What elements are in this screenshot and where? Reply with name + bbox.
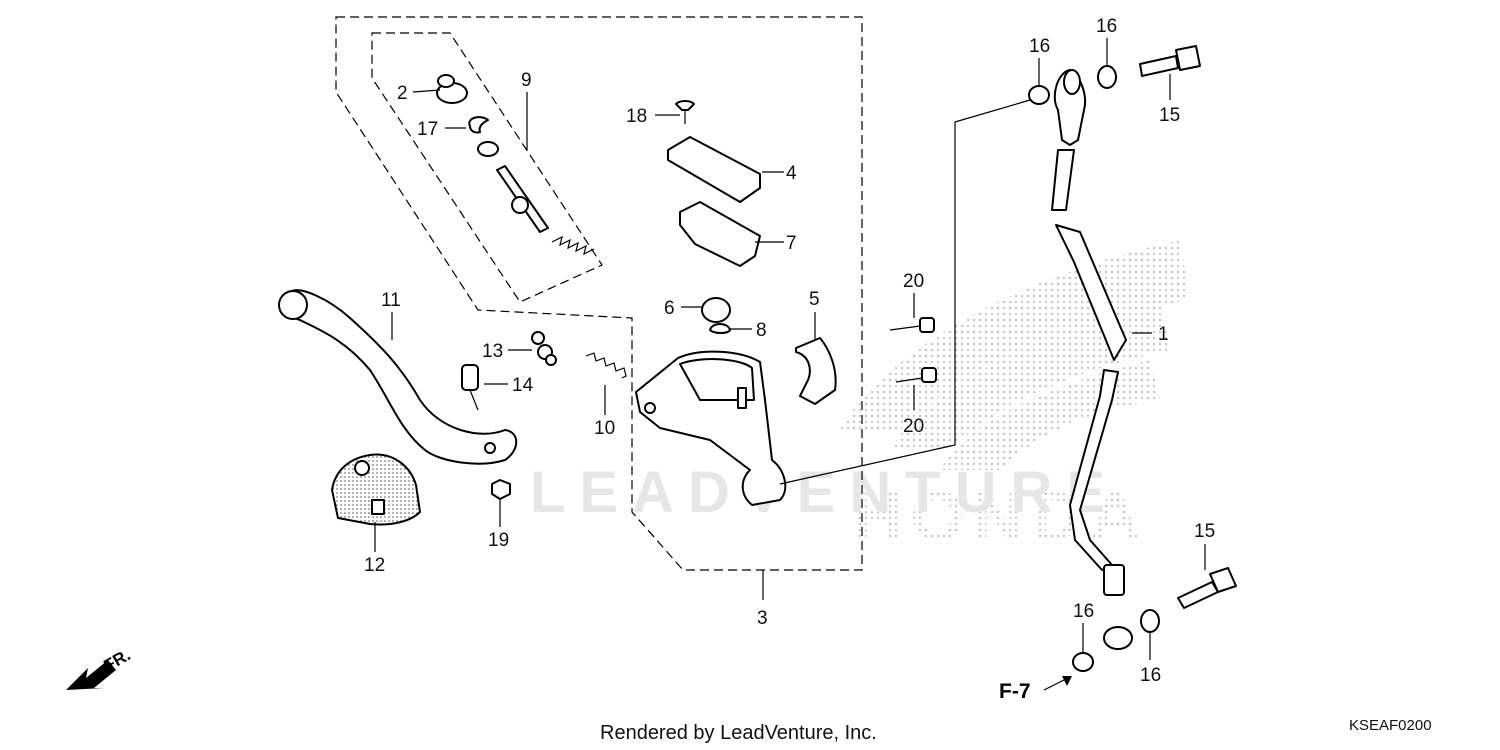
callout-13: 13 bbox=[482, 341, 503, 362]
rendered-by-footer: Rendered by LeadVenture, Inc. bbox=[600, 722, 877, 744]
callout-14: 14 bbox=[512, 375, 534, 396]
reference-label: F-7 bbox=[999, 680, 1031, 703]
callout-4: 4 bbox=[786, 163, 797, 184]
reference-arrow-icon bbox=[1062, 676, 1072, 686]
brake-lever bbox=[278, 289, 518, 465]
pivot-bolt bbox=[461, 364, 479, 411]
sealing-washer-d bbox=[1140, 609, 1160, 633]
callouts: 1 2 3 4 5 6 7 8 9 10 11 12 13 14 15 15 1… bbox=[364, 16, 1215, 686]
callout-8: 8 bbox=[756, 320, 767, 341]
front-arrow-icon bbox=[66, 660, 116, 690]
lever-cover bbox=[331, 453, 421, 526]
circlip bbox=[709, 323, 731, 334]
front-direction-indicator: FR. bbox=[66, 645, 134, 690]
pivot-nut bbox=[491, 479, 511, 500]
callout-10: 10 bbox=[594, 418, 615, 439]
callout-1: 1 bbox=[1158, 324, 1169, 345]
piston-set bbox=[436, 74, 595, 256]
callout-9: 9 bbox=[521, 70, 532, 91]
callout-16-d: 16 bbox=[1140, 665, 1161, 686]
master-cylinder-body bbox=[635, 350, 787, 506]
leader-lines bbox=[374, 38, 1206, 660]
master-cylinder-assembly-frame bbox=[335, 16, 863, 571]
piston-set-frame bbox=[371, 32, 603, 303]
banjo-bolt-lower bbox=[1177, 567, 1237, 609]
callout-5: 5 bbox=[809, 289, 820, 310]
holder-bolt-lower bbox=[895, 367, 937, 383]
callout-7: 7 bbox=[786, 233, 797, 254]
callout-19: 19 bbox=[488, 530, 509, 551]
return-spring bbox=[585, 352, 627, 379]
callout-18: 18 bbox=[626, 106, 647, 127]
callout-3: 3 bbox=[757, 608, 768, 629]
callout-16-a: 16 bbox=[1029, 36, 1050, 57]
handlebar-holder bbox=[795, 337, 837, 405]
callout-15-upper: 15 bbox=[1159, 105, 1180, 126]
callout-12: 12 bbox=[364, 555, 385, 576]
cap-screw bbox=[675, 100, 695, 124]
callout-15-lower: 15 bbox=[1194, 521, 1215, 542]
callout-17: 17 bbox=[417, 119, 438, 140]
sealing-washer-a bbox=[1028, 85, 1050, 105]
diagram-code: KSEAF0200 bbox=[1349, 717, 1432, 734]
holder-bolt-upper bbox=[889, 317, 935, 333]
sealing-washer-b bbox=[1097, 65, 1117, 89]
boot bbox=[701, 297, 731, 323]
sealing-washer-c bbox=[1072, 652, 1094, 672]
callout-16-c: 16 bbox=[1073, 601, 1094, 622]
adjuster bbox=[531, 331, 557, 366]
diaphragm-plate bbox=[679, 201, 761, 267]
brake-hose bbox=[1051, 69, 1133, 650]
reservoir-cap bbox=[667, 136, 761, 203]
callout-20-lower: 20 bbox=[903, 416, 924, 437]
banjo-bolt-upper bbox=[1139, 45, 1201, 77]
callout-11: 11 bbox=[381, 290, 401, 311]
callout-16-b: 16 bbox=[1096, 16, 1117, 37]
callout-6: 6 bbox=[664, 298, 675, 319]
callout-20-upper: 20 bbox=[903, 271, 924, 292]
cross-reference: F-7 bbox=[999, 676, 1072, 703]
callout-2: 2 bbox=[397, 83, 408, 104]
leadventure-watermark: LEADVENTURE bbox=[530, 460, 1119, 525]
